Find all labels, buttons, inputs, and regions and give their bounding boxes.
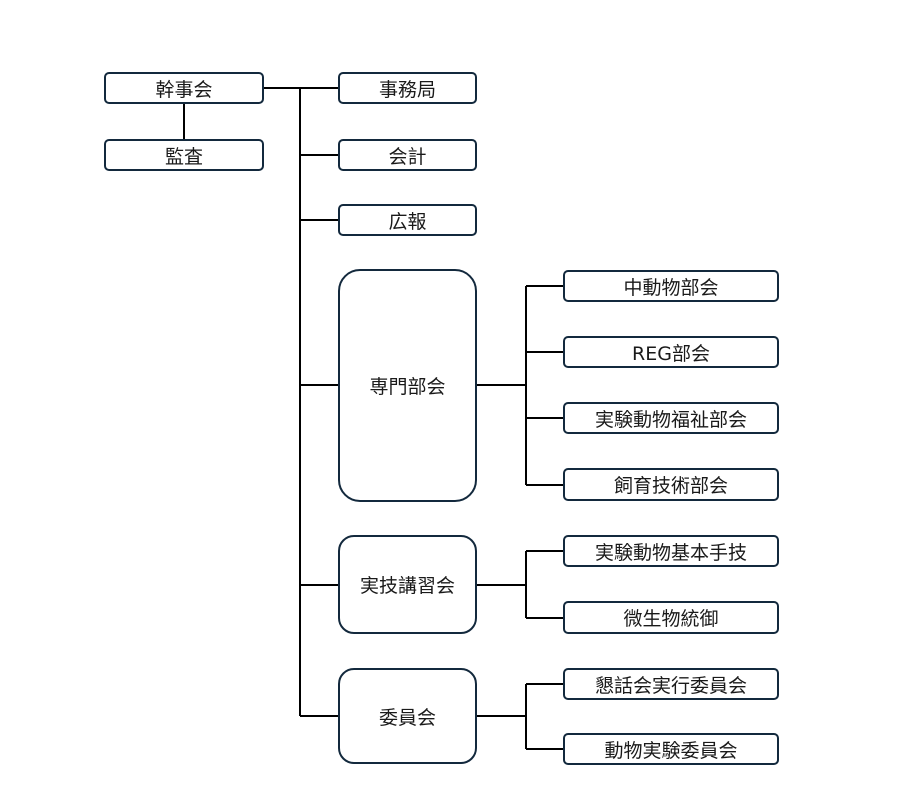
node-jitsugi-koushuukai: 実技講習会 — [338, 535, 477, 634]
node-biseibutsu-tougyo: 微生物統御 — [563, 601, 779, 634]
node-kanjikai: 幹事会 — [104, 72, 264, 104]
node-kansa: 監査 — [104, 139, 264, 171]
node-shiiku-bukai: 飼育技術部会 — [563, 468, 779, 501]
node-reg-bukai: REG部会 — [563, 336, 779, 368]
node-jimukyoku: 事務局 — [338, 72, 477, 104]
node-iinkai: 委員会 — [338, 668, 477, 764]
node-kaikei: 会計 — [338, 139, 477, 171]
node-kihon-shugi: 実験動物基本手技 — [563, 535, 779, 567]
node-doubutsu-jikken-iinkai: 動物実験委員会 — [563, 733, 779, 765]
node-senmon-bukai: 専門部会 — [338, 269, 477, 502]
node-konwakai-jikkou-iinkai: 懇話会実行委員会 — [563, 668, 779, 700]
node-fukushi-bukai: 実験動物福祉部会 — [563, 402, 779, 434]
node-chudoubutsu-bukai: 中動物部会 — [563, 270, 779, 302]
node-kouhou: 広報 — [338, 204, 477, 236]
